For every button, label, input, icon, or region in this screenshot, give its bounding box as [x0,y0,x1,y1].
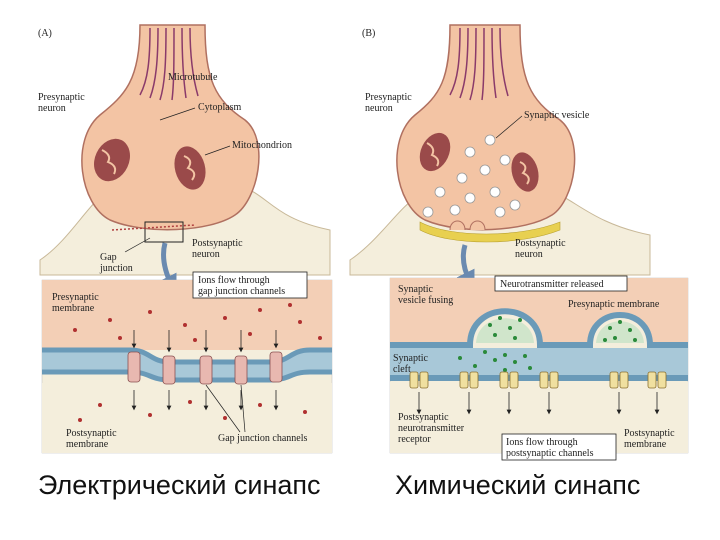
panel-a-presynaptic-neuron-label-1: Presynaptic [38,92,85,103]
panel-a-ions-callout-line-2: gap junction channels [198,286,285,297]
panel-b-vesicle-fusing-label-1: Synaptic [398,284,434,295]
panel-a-gap-junction-label-2: junction [99,263,133,274]
panel-a-presynaptic-membrane-label-1: Presynaptic [52,292,99,303]
panel-a-presynaptic-membrane-label-2: membrane [52,303,95,314]
panel-b-ions-callout-line-1: Ions flow through [506,437,578,448]
panel-a-label: (A) [38,28,52,39]
panel-b: (B) Presyna [350,25,688,460]
panel-a-postsynaptic-neuron-label-1: Postsynaptic [192,238,243,249]
panel-a-postsynaptic-membrane-label-2: membrane [66,439,109,450]
panel-a-zoom-view: Ions flow through gap junction channels … [42,272,332,453]
panel-b-presynaptic-terminal [397,25,575,230]
caption-chemical-synapse: Химический синапс [395,470,640,501]
panel-b-nt-released-callout-text: Neurotransmitter released [500,279,604,290]
panel-a-cytoplasm-label: Cytoplasm [198,102,242,113]
panel-b-receptor-label-2: neurotransmitter [398,423,465,434]
panel-a-ions-callout-line-1: Ions flow through [198,275,270,286]
panel-b-presynaptic-neuron-label-2: neuron [365,103,393,114]
panel-b-receptor-label-1: Postsynaptic [398,412,449,423]
panel-b-label: (B) [362,28,375,39]
panel-b-ions-callout-line-2: postsynaptic channels [506,448,594,459]
panel-b-synaptic-cleft-label-2: cleft [393,364,411,375]
panel-b-postsynaptic-neuron-label-1: Postsynaptic [515,238,566,249]
panel-b-postsynaptic-membrane-label-2: membrane [624,439,667,450]
panel-a-presynaptic-terminal [82,25,259,230]
panel-b-presynaptic-neuron-label-1: Presynaptic [365,92,412,103]
panel-b-postsynaptic-neuron-label-2: neuron [515,249,543,260]
panel-a-microtubule-label: Microtubule [168,72,218,83]
panel-a: (A) Presynaptic neuron Microtubu [38,25,332,453]
panel-a-postsynaptic-membrane-label-1: Postsynaptic [66,428,117,439]
panel-a-postsynaptic-neuron-label-2: neuron [192,249,220,260]
panel-b-postsynaptic-membrane-label-1: Postsynaptic [624,428,675,439]
panel-b-synaptic-vesicle-label: Synaptic vesicle [524,110,590,121]
panel-b-receptor-label-3: receptor [398,434,431,445]
panel-a-presynaptic-neuron-label-2: neuron [38,103,66,114]
caption-electrical-synapse: Электрический синапс [38,470,321,501]
panel-b-synaptic-cleft-label-1: Synaptic [393,353,429,364]
panel-b-zoom-view: Neurotransmitter released Synaptic vesic… [390,276,688,460]
panel-a-gap-junction-channels-label: Gap junction channels [218,433,308,444]
panel-b-presynaptic-membrane-label: Presynaptic membrane [568,299,660,310]
panel-b-vesicle-fusing-label-2: vesicle fusing [398,295,453,306]
panel-a-mitochondrion-label: Mitochondrion [232,140,292,151]
panel-a-gap-junction-label-1: Gap [100,252,117,263]
